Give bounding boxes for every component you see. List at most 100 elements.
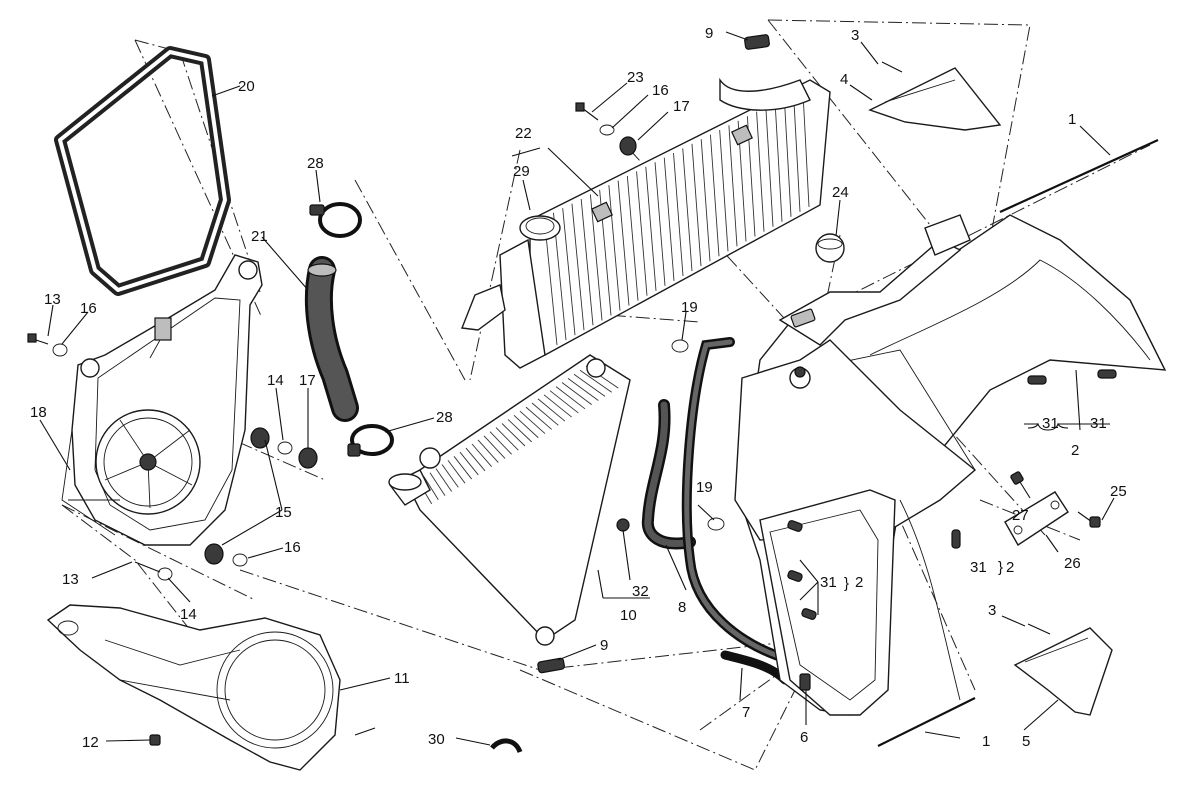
label-3b: 3 [988,602,996,619]
radiator-fin [783,97,792,217]
hose-part-21 [304,256,359,422]
radiator-fin [589,194,603,321]
radiator-fin [447,460,466,484]
label-22: 22 [515,125,532,142]
radiator-fin [691,143,702,267]
label-5: 5 [1022,733,1030,750]
label-27: 27 [1012,507,1029,524]
hose-part-8 [641,339,725,550]
label-16b: 16 [652,82,669,99]
label-26: 26 [1064,555,1081,572]
brace-31d: } [844,575,849,592]
radiator-fin [663,157,675,281]
radiator-fin [471,443,493,467]
callout-labels: 20 28 21 13 16 18 14 17 28 15 16 13 14 1… [30,25,1127,751]
label-3a: 3 [851,27,859,44]
label-10: 10 [620,607,637,624]
radiator-fin [459,451,479,476]
radiator-fin [700,139,711,262]
label-6: 6 [800,729,808,746]
label-2b: 2 [1006,559,1014,576]
fan-hardware [27,333,318,581]
label-28b: 28 [436,409,453,426]
radiator-fin [579,369,612,393]
radiator-fin [483,435,506,459]
label-19b: 19 [696,479,713,496]
radiator-fin [728,125,738,247]
label-2c: 2 [855,574,863,591]
radiator-fin [429,472,446,496]
radiator-fin [562,208,576,336]
radiator-fin [793,93,801,212]
radiator-fin [682,148,693,272]
label-20: 20 [238,78,255,95]
radiator-fin [756,111,765,232]
label-4: 4 [840,71,848,88]
label-7: 7 [742,704,750,721]
label-13a: 13 [44,291,61,308]
label-14b: 14 [180,606,197,623]
label-17b: 17 [673,98,690,115]
radiator-fin [507,419,532,443]
radiator-fin [435,468,453,492]
label-21: 21 [251,228,268,245]
radiator-fin [561,382,592,406]
label-9a: 9 [705,25,713,42]
radiator-fin [709,134,720,257]
label-1b: 1 [982,733,990,750]
radiator-fin [519,410,546,434]
radiator-fin [802,88,810,207]
radiator-fin [501,423,526,447]
radiator-fin [571,203,585,331]
rod-part-1 [877,138,1159,747]
label-24: 24 [832,184,849,201]
cover-part-4 [868,61,1002,131]
label-15: 15 [275,504,292,521]
label-9b: 9 [600,637,608,654]
seal-part-20 [54,46,231,296]
label-8: 8 [678,599,686,616]
leader-lines [39,31,1115,746]
radiator-fin [580,198,594,326]
radiator-fin [543,394,572,418]
radiator-fin [645,166,657,291]
fan-shroud-part-18 [61,254,263,546]
label-17a: 17 [299,372,316,389]
radiator-fin [513,414,539,439]
label-16c: 16 [284,539,301,556]
label-11: 11 [394,670,410,687]
upper-hardware [575,34,845,263]
radiator-fin [423,476,439,500]
radiator-fin [608,185,621,311]
radiator-fin [525,406,552,430]
label-25: 25 [1110,483,1127,500]
radiator-fin [719,129,729,252]
misc-small-parts [490,518,811,754]
bracket-part-26 [1004,471,1101,546]
radiator-fin [567,378,599,401]
radiator-fin [489,431,512,455]
label-31b: 31 [1090,415,1107,432]
radiator-fin [617,180,630,306]
label-16a: 16 [80,300,97,317]
radiator-fin [549,390,579,414]
clamp-part-28 [309,202,394,457]
lower-radiator [388,354,631,646]
label-28a: 28 [307,155,324,172]
cover-part-11 [46,604,376,771]
cover-part-5 [1013,623,1113,716]
radiator-fin [654,162,666,286]
radiator-fin [495,427,519,451]
label-2a: 2 [1071,442,1079,459]
radiator-fin [477,439,499,463]
radiator-fin [673,152,684,277]
radiator-fin [573,373,606,397]
label-19a: 19 [681,299,698,316]
label-31c: 31 [970,559,987,576]
label-13b: 13 [62,571,79,588]
label-1a: 1 [1068,111,1076,128]
radiator-fin [531,402,559,426]
label-29: 29 [513,163,530,180]
radiator-fin [636,171,648,296]
